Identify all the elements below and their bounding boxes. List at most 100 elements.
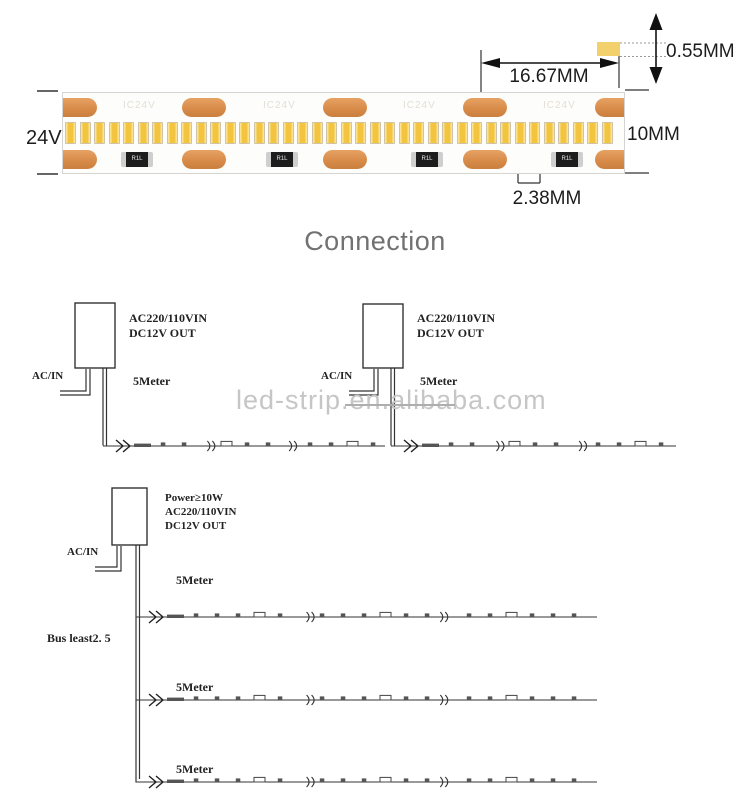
dimension-arrow-up-icon [649,13,663,30]
strip-break-icon [206,440,211,452]
strip-led-dot [235,778,241,782]
strip-led-dot [214,613,220,617]
strip-led-dot [487,696,493,700]
strip-led-dot [550,778,556,782]
adapter1-ac-in-label: AC/IN [32,370,64,382]
strip-led-dot [193,778,199,782]
dimension-arrow-left-icon [481,58,500,68]
solder-pad [323,150,367,169]
resistor: R1L [551,152,583,167]
strip-led-dot [571,778,577,782]
strip-led-dot [571,613,577,617]
led-chip [282,122,294,144]
strip-connector [167,614,184,618]
strip-led-dot [469,442,475,446]
strip-break-icon [444,694,449,706]
pcb-print-text: IC24V [123,100,156,111]
feed-arrow-icon [155,610,165,624]
resistor: R1L [266,152,298,167]
solder-pad [63,98,97,117]
strip-connector-outline [379,776,392,783]
strip-led-dot [214,696,220,700]
strip-led-dot [403,613,409,617]
strip-break-icon [211,440,216,452]
strip-led-dot [181,442,187,446]
led-chip [427,122,439,144]
led-chip [485,122,497,144]
strip-connector-outline [253,611,266,618]
resistor: R1L [411,152,443,167]
strip-led-dot [160,442,166,446]
solder-pad [463,150,507,169]
led-chip [398,122,410,144]
dimension-pitch-bracket [517,174,541,184]
strip-connector [134,443,151,447]
pcb-print-text: IC24V [403,100,436,111]
strip-led-dot [532,442,538,446]
adapter3-spec: Power≥10W AC220/110VIN DC12V OUT [165,491,237,533]
strip-break-icon [311,776,315,788]
branch3-length-label: 5Meter [176,762,214,776]
led-chip [558,122,569,144]
adapter2-dc-wire [390,368,396,446]
strip-connector-outline [220,440,233,447]
strip-led-dot [658,442,664,446]
feed-arrow-icon [410,439,420,453]
strip-led-dot [466,613,472,617]
led-chip [297,122,308,144]
led-chip [529,122,540,144]
led-chip [195,122,207,144]
led-chip [210,122,221,144]
strip-led-dot [616,442,622,446]
branch1-length-label: 5Meter [176,573,214,587]
adapter3-spec-line1: AC220/110VIN [165,506,237,518]
solder-pad [182,98,226,117]
adapter3-ac-in-label: AC/IN [67,546,99,558]
strip-led-dot [340,696,346,700]
branch2-length-label: 5Meter [176,680,214,694]
strip-break-icon [439,694,444,706]
strip-led-dot [193,613,199,617]
strip-connector-outline [505,611,518,618]
strip-led-dot [319,613,325,617]
adapter1-spec: AC220/110VIN DC12V OUT [129,311,207,341]
adapter1-spec-line1: AC220/110VIN [129,311,208,325]
dimension-height-lines [625,89,649,174]
feed-arrow-icon [148,693,158,707]
strip-led-dot [424,696,430,700]
strip-break-icon [306,694,310,706]
led-chip [108,122,120,144]
feed-arrow-icon [122,439,132,453]
led-chip [413,122,424,144]
power-adapter-3 [111,487,148,546]
dimension-thickness [620,13,667,84]
led-chip [340,122,352,144]
adapter3-spec-line2: DC12V OUT [165,520,227,532]
strip-break-icon [496,440,500,452]
strip-break-icon [439,776,444,788]
strip-led-dot [307,442,313,446]
feed-arrow-icon [155,775,165,789]
strip-break-icon [501,440,505,452]
adapter2-ac-wire [349,369,379,396]
feed-arrow-icon [148,610,158,624]
led-chip [587,122,598,144]
led-chip [601,122,613,144]
solder-pad [182,150,226,169]
strip-connector-outline [508,440,521,447]
strip-led-dot [466,696,472,700]
strip-break-icon [306,776,310,788]
adapter1-length-label: 5Meter [133,374,171,388]
led-chip [369,122,381,144]
strip-connector-outline [253,776,266,783]
strip-led-dot [487,778,493,782]
adapter3-power-line: Power≥10W [165,492,223,504]
led-chip [514,122,526,144]
strip-led-dot [553,442,559,446]
dim-pitch-label: 2.38MM [512,188,582,209]
led-chip [355,122,366,144]
strip-led-dot [487,613,493,617]
strip-break-icon [583,440,588,452]
strip-led-dot [448,442,454,446]
led-chip [239,122,250,144]
